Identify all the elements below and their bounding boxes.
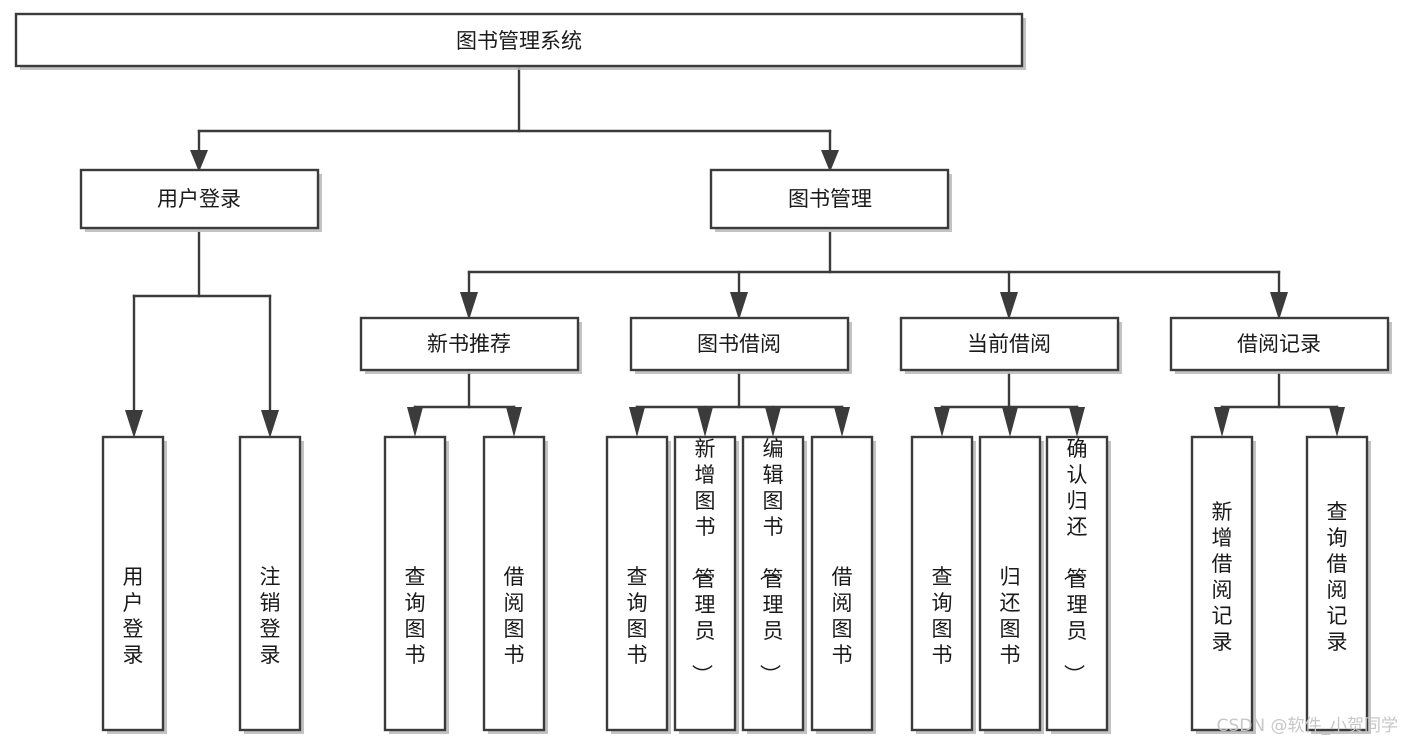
leaf-query-book-2[interactable]: 查询图书 (605, 435, 671, 734)
leaf-query-record-label: 查询借阅记录 (1327, 500, 1348, 654)
arrowhead-to-book-borrow (730, 292, 748, 320)
leaf-add-book[interactable]: 新增图书（管理员） (673, 435, 739, 734)
leaf-query-book-1-label: 查询图书 (405, 565, 426, 667)
leaf-query-book-2-label: 查询图书 (627, 565, 648, 667)
leaf-query-record-box[interactable] (1305, 435, 1369, 732)
csdn-watermark: CSDN @软件_小贺同学 (1217, 716, 1398, 736)
node-root[interactable]: 图书管理系统 (14, 12, 1026, 70)
node-book-manage-label: 图书管理 (788, 187, 872, 211)
leaf-borrow-book-2[interactable]: 借阅图书 (810, 435, 876, 734)
arrowhead-layer (125, 150, 1345, 438)
leaf-borrow-book-2-label: 借阅图书 (832, 565, 853, 667)
leaf-query-book-3-box[interactable] (910, 435, 974, 732)
node-book-borrow[interactable]: 图书借阅 (629, 316, 852, 374)
leaf-add-record-label: 新增借阅记录 (1212, 500, 1233, 654)
arrowhead-to-leaf-edit-book (765, 407, 781, 437)
node-book-borrow-box[interactable] (629, 316, 850, 372)
leaf-borrow-book-2-box[interactable] (810, 435, 874, 732)
arrowhead-to-leaf-borrow-book-2 (834, 407, 850, 437)
node-current-borrow-box[interactable] (899, 316, 1120, 372)
leaf-query-book-2-box[interactable] (605, 435, 669, 732)
leaf-add-record[interactable]: 新增借阅记录 (1190, 435, 1256, 734)
node-book-manage[interactable]: 图书管理 (709, 168, 952, 232)
leaf-user-login-label: 用户登录 (123, 565, 144, 667)
leaf-borrow-book-1[interactable]: 借阅图书 (482, 435, 548, 734)
node-borrow-record-box[interactable] (1169, 316, 1390, 372)
arrowhead-to-leaf-query-book-3 (934, 407, 950, 437)
node-user-login[interactable]: 用户登录 (79, 168, 322, 232)
node-new-book-recommend-label: 新书推荐 (427, 332, 511, 356)
leaf-query-book-1[interactable]: 查询图书 (383, 435, 449, 734)
arrowhead-to-leaf-add-book (697, 407, 713, 437)
leaf-return-book-label: 归还图书 (1000, 565, 1021, 667)
node-user-login-box[interactable] (79, 168, 320, 230)
arrowhead-to-leaf-return-book (1002, 407, 1018, 437)
leaf-edit-book[interactable]: 编辑图书（管理员） (741, 435, 807, 734)
leaf-add-book-box[interactable] (673, 435, 737, 732)
leaf-query-record[interactable]: 查询借阅记录 (1305, 435, 1371, 734)
arrowhead-to-leaf-query-record (1329, 407, 1345, 437)
leaf-add-record-box[interactable] (1190, 435, 1254, 732)
arrowhead-to-new-book-recommend (460, 292, 478, 320)
leaf-edit-book-label: 编辑图书（管理员） (758, 437, 784, 685)
leaf-confirm-return-box[interactable] (1045, 435, 1109, 732)
arrowhead-to-leaf-add-record (1214, 407, 1230, 437)
arrowhead-to-current-borrow (1000, 292, 1018, 320)
node-borrow-record[interactable]: 借阅记录 (1169, 316, 1392, 374)
leaf-user-login-box[interactable] (101, 435, 165, 732)
node-borrow-record-label: 借阅记录 (1237, 332, 1321, 356)
leaf-return-book-box[interactable] (978, 435, 1042, 732)
leaf-logout-label: 注销登录 (260, 565, 281, 667)
node-current-borrow[interactable]: 当前借阅 (899, 316, 1122, 374)
leaf-query-book-3[interactable]: 查询图书 (910, 435, 976, 734)
node-current-borrow-label: 当前借阅 (967, 332, 1051, 356)
arrowhead-to-leaf-query-book-1 (407, 407, 423, 437)
leaf-logout[interactable]: 注销登录 (238, 435, 304, 734)
arrowhead-to-leaf-logout (261, 410, 279, 438)
node-book-borrow-label: 图书借阅 (697, 332, 781, 356)
leaf-confirm-return-label: 确认归还（管理员） (1062, 437, 1088, 685)
leaf-confirm-return[interactable]: 确认归还（管理员） (1045, 435, 1111, 734)
leaf-edit-book-box[interactable] (741, 435, 805, 732)
arrowhead-to-leaf-query-book-2 (629, 407, 645, 437)
leaf-borrow-book-1-box[interactable] (482, 435, 546, 732)
arrowhead-to-user-login (190, 150, 208, 172)
arrowhead-to-leaf-confirm-return (1069, 407, 1085, 437)
arrowhead-to-leaf-user-login (125, 410, 143, 438)
arrowhead-to-book-manage (821, 150, 839, 172)
leaf-logout-box[interactable] (238, 435, 302, 732)
leaf-query-book-1-box[interactable] (383, 435, 447, 732)
leaf-borrow-book-1-label: 借阅图书 (504, 565, 525, 667)
leaf-return-book[interactable]: 归还图书 (978, 435, 1044, 734)
node-new-book-recommend[interactable]: 新书推荐 (359, 316, 582, 374)
leaf-add-book-label: 新增图书（管理员） (690, 437, 716, 685)
arrowhead-to-leaf-borrow-book-1 (506, 407, 522, 437)
node-new-book-recommend-box[interactable] (359, 316, 580, 372)
leaf-user-login[interactable]: 用户登录 (101, 435, 167, 734)
node-book-manage-box[interactable] (709, 168, 950, 230)
arrowhead-to-borrow-record (1270, 292, 1288, 320)
node-user-login-label: 用户登录 (157, 187, 241, 211)
leaf-query-book-3-label: 查询图书 (932, 565, 953, 667)
node-root-box[interactable] (14, 12, 1024, 68)
node-root-label: 图书管理系统 (456, 29, 582, 53)
